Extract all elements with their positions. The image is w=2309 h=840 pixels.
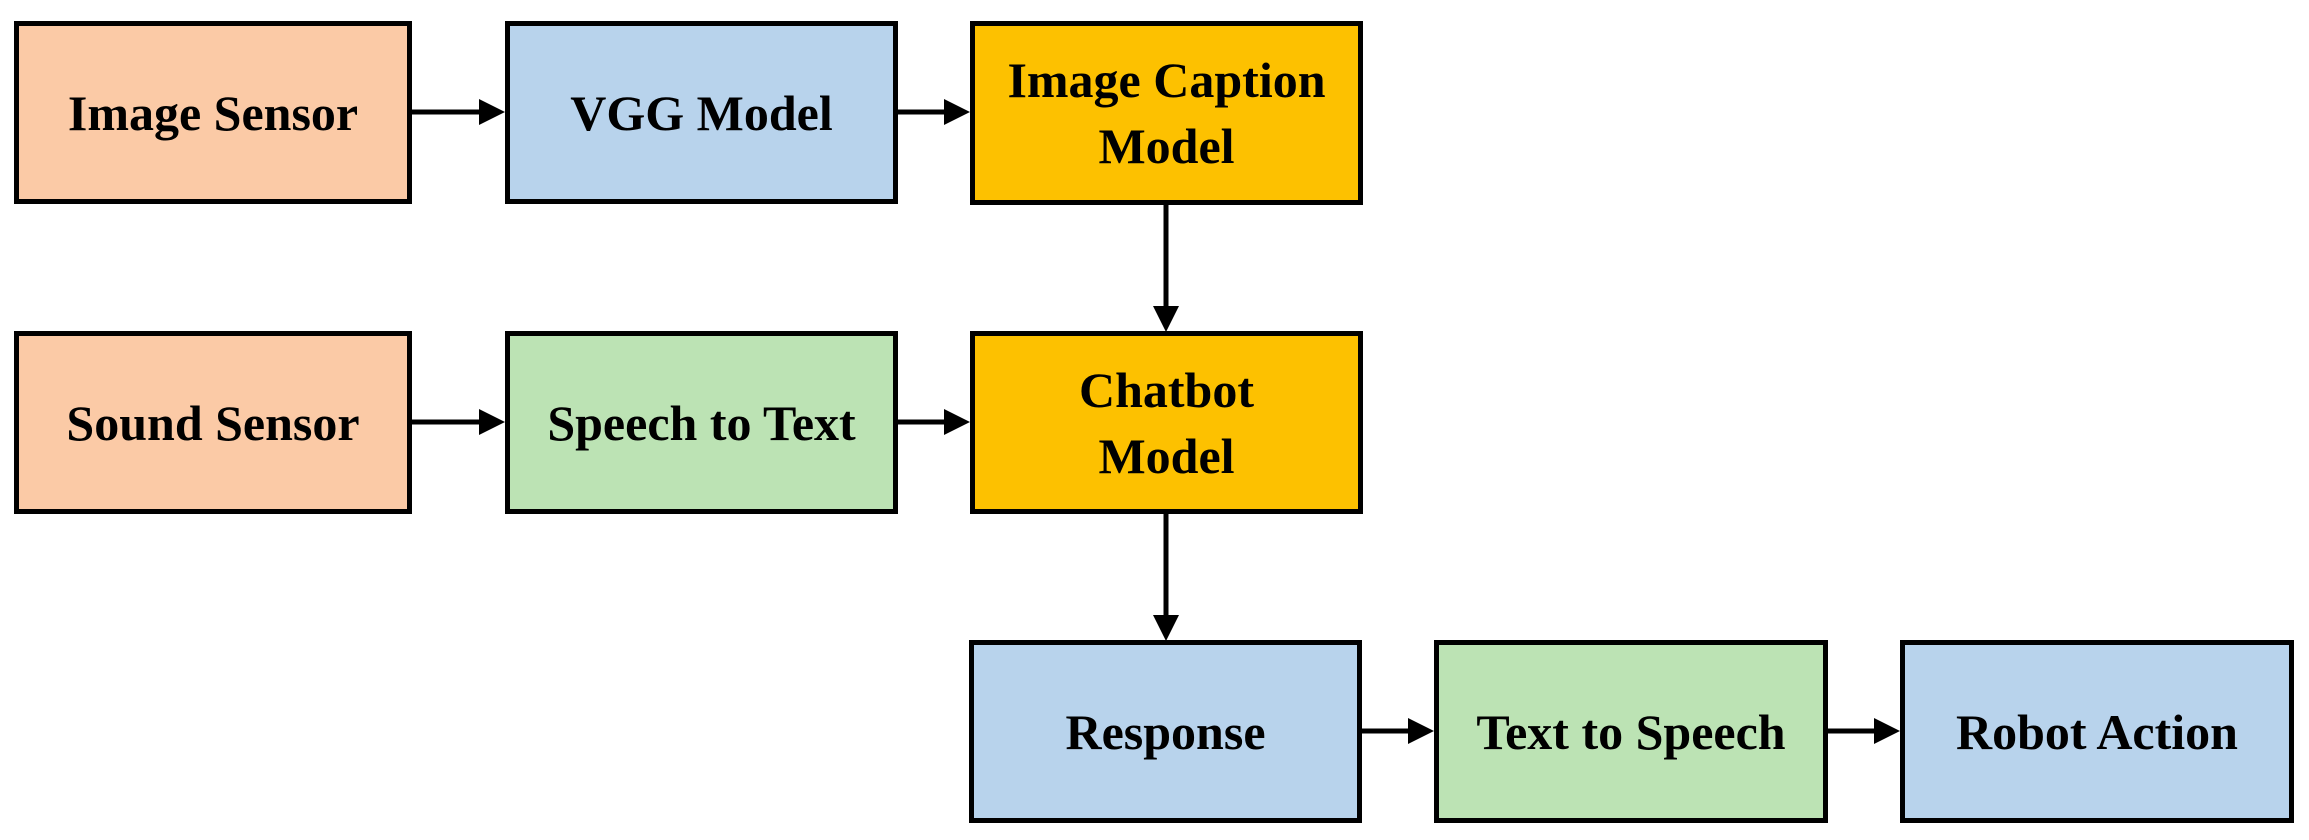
edge-speech-to-text-to-chatbot-model <box>898 409 970 435</box>
chatbot-model-label-line2: Model <box>1098 427 1235 484</box>
vgg-model-label: VGG Model <box>570 84 833 141</box>
speech-to-text-node: Speech to Text <box>505 331 898 514</box>
robot-action-node: Robot Action <box>1900 640 2294 823</box>
edge-sound-sensor-to-speech-to-text <box>412 409 505 435</box>
speech-to-text-label: Speech to Text <box>547 394 856 451</box>
sound-sensor-node: Sound Sensor <box>14 331 412 514</box>
response-node: Response <box>969 640 1362 823</box>
text-to-speech-label: Text to Speech <box>1476 703 1786 760</box>
edge-vgg-model-to-image-caption-model <box>898 99 970 125</box>
response-label: Response <box>1065 703 1266 760</box>
edge-text-to-speech-to-robot-action <box>1828 718 1900 744</box>
text-to-speech-node: Text to Speech <box>1434 640 1828 823</box>
image-sensor-label: Image Sensor <box>67 84 359 141</box>
edge-image-caption-model-to-chatbot-model <box>1153 205 1179 332</box>
edge-image-sensor-to-vgg-model <box>412 99 505 125</box>
chatbot-model-label-line1: Chatbot <box>1078 361 1255 418</box>
edge-response-to-text-to-speech <box>1362 718 1434 744</box>
chatbot-model-node: Chatbot Model <box>970 331 1363 514</box>
image-caption-model-label-line2: Model <box>1098 118 1235 174</box>
robot-action-label: Robot Action <box>1956 703 2238 760</box>
sound-sensor-label: Sound Sensor <box>66 394 360 451</box>
edge-chatbot-model-to-response <box>1153 514 1179 641</box>
image-sensor-node: Image Sensor <box>14 21 412 204</box>
image-caption-model-label-line1: Image Caption <box>1007 52 1326 108</box>
image-caption-model-node: Image Caption Model <box>970 21 1363 205</box>
vgg-model-node: VGG Model <box>505 21 898 204</box>
